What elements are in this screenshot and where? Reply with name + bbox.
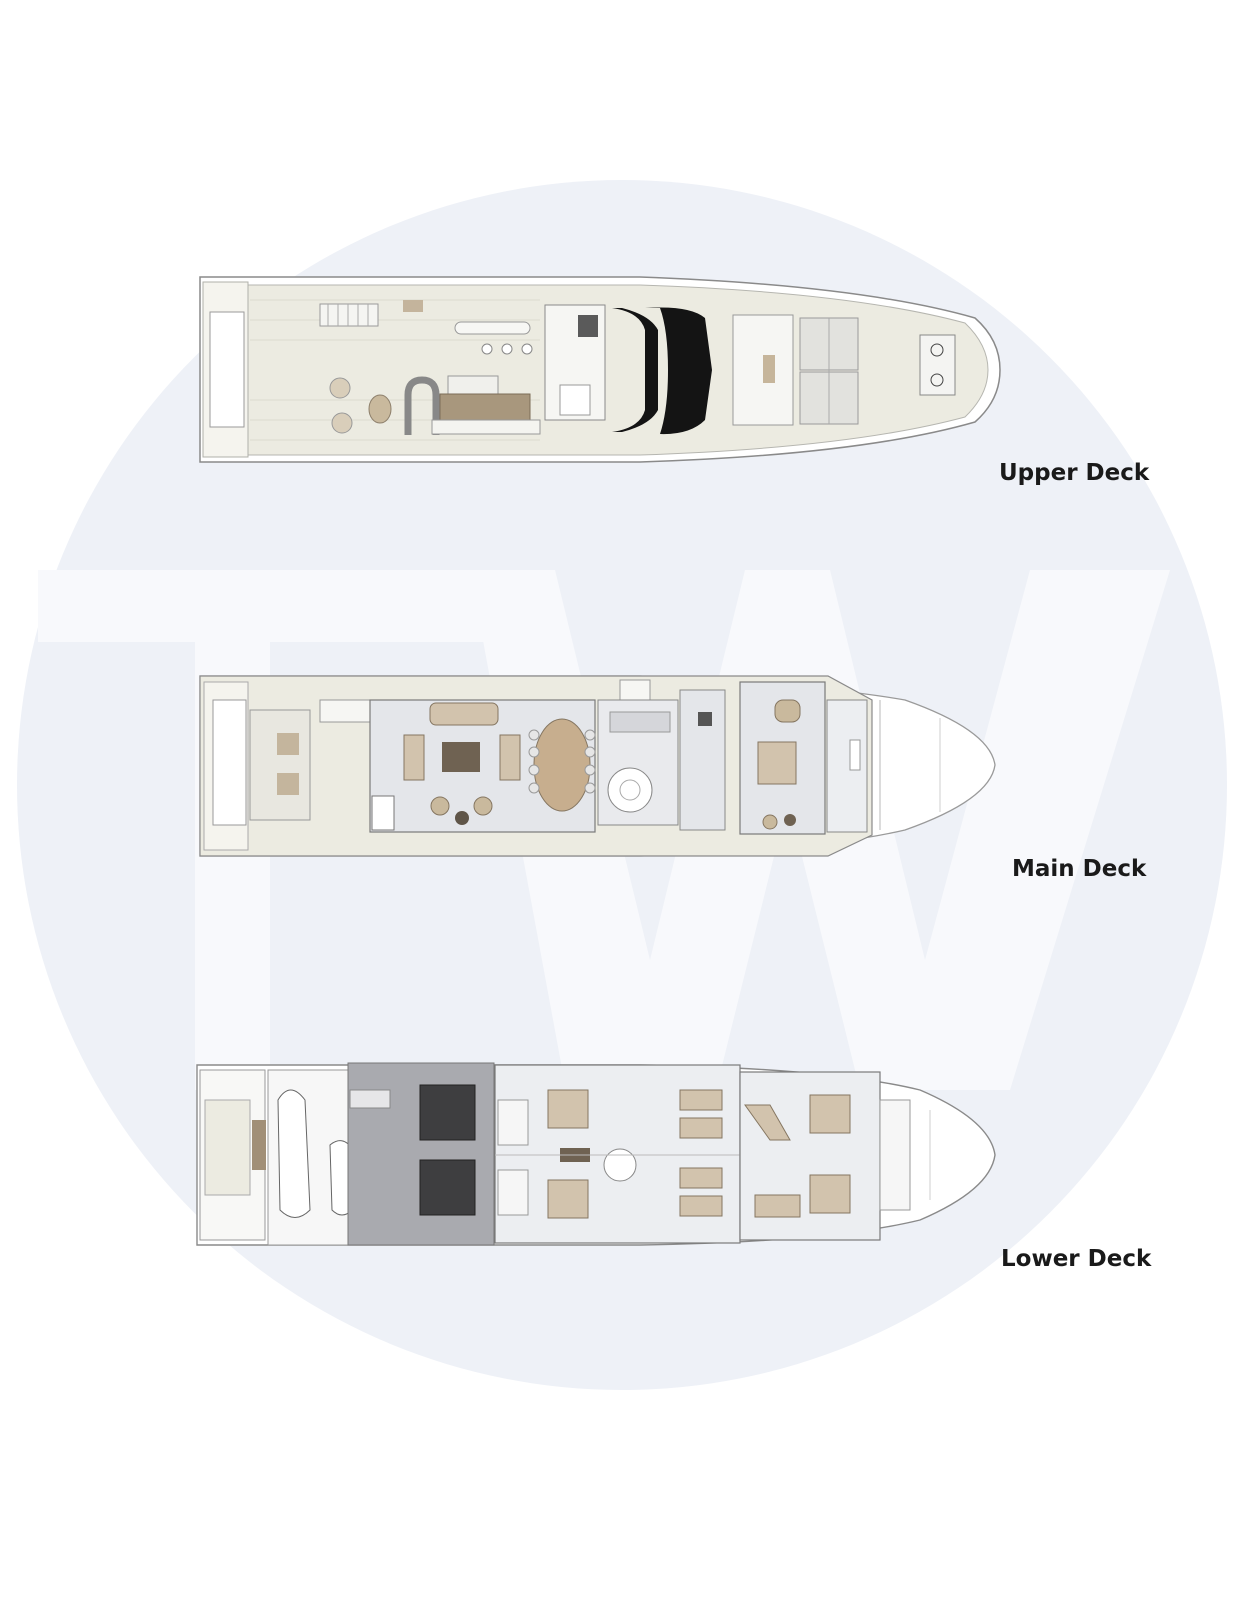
main-deck-plan [199, 675, 996, 857]
tender [277, 1089, 311, 1218]
main-deck-label: Main Deck [1012, 856, 1147, 882]
lower-deck-plan [196, 1062, 996, 1246]
upper-deck-plan [199, 276, 1001, 463]
windshield [612, 308, 658, 432]
upper-deck-label: Upper Deck [999, 460, 1150, 486]
lower-deck-label: Lower Deck [1001, 1246, 1152, 1272]
